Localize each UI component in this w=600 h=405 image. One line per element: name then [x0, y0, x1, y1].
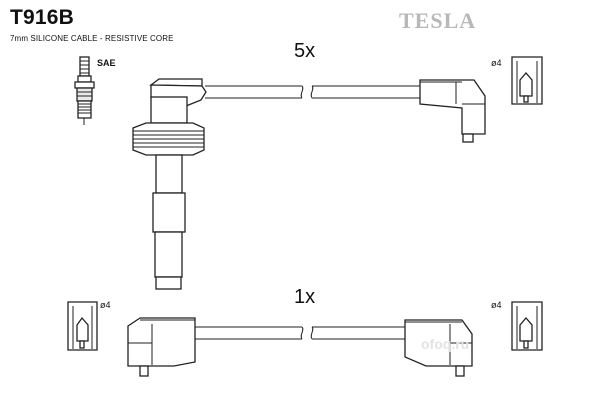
- bottom-left-coil-boot: [127, 317, 196, 377]
- watermark: ofoq.ru: [421, 336, 470, 352]
- top-right-terminal: [511, 56, 543, 105]
- top-cable: [205, 85, 420, 99]
- bottom-left-terminal: [67, 301, 98, 351]
- spark-plug-icon: [74, 56, 95, 125]
- bottom-right-diameter-label: ø4: [491, 300, 502, 310]
- sae-label: SAE: [97, 58, 116, 68]
- cable-description: 7mm SILICONE CABLE - RESISTIVE CORE: [10, 34, 174, 43]
- top-right-coil-boot: [419, 79, 486, 143]
- bottom-right-coil-boot: [404, 319, 473, 377]
- bottom-cable: [195, 326, 405, 340]
- bottom-quantity-label: 1x: [294, 286, 316, 308]
- part-code: T916B: [10, 6, 75, 29]
- top-quantity-label: 5x: [294, 40, 316, 62]
- bottom-left-diameter-label: ø4: [100, 300, 111, 310]
- spark-plug-boot: [132, 78, 207, 290]
- bottom-right-terminal: [511, 301, 543, 351]
- brand-logo: TESLA: [399, 8, 477, 33]
- top-right-diameter-label: ø4: [491, 58, 502, 68]
